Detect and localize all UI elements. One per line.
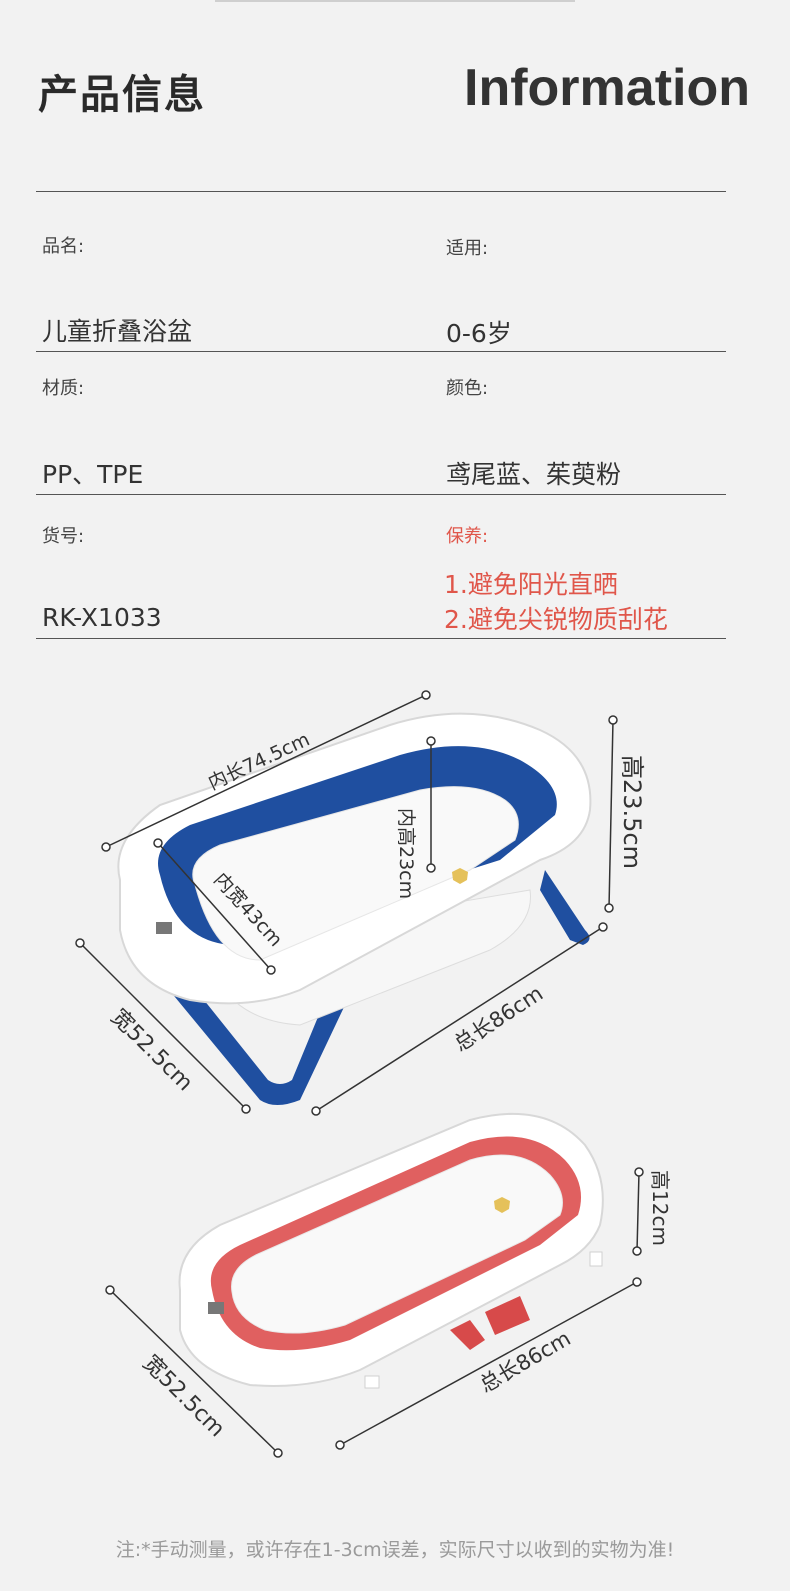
divider [36,351,726,352]
blue-tub-illustration [117,712,592,1105]
height-label: 高23.5cm [618,755,646,869]
divider [36,638,726,639]
age-label: 适用: [446,238,489,259]
care-label: 保养: [446,526,489,547]
sku-label: 货号: [42,526,85,547]
age-value: 0-6岁 [446,319,512,348]
color-label: 颜色: [446,378,489,399]
inner-height-label: 内高23cm [395,808,417,899]
sku-value: RK-X1033 [42,603,162,632]
top-strip [0,0,790,6]
measurement-note: 注:*手动测量，或许存在1-3cm误差，实际尺寸以收到的实物为准! [115,1539,675,1561]
section-title-en: Information [464,59,750,117]
pink-tub-illustration [178,1112,604,1389]
product-dimension-figure: 内长74.5cm 内高23cm 内宽43cm 高23.5cm 宽52.5cm 总… [0,670,790,1490]
name-value: 儿童折叠浴盆 [42,317,193,346]
name-label: 品名: [42,236,85,257]
pink-height-label: 高12cm [648,1170,672,1246]
material-label: 材质: [42,378,85,399]
width-label: 宽52.5cm [106,1005,198,1097]
divider [36,494,726,495]
material-value: PP、TPE [42,460,144,489]
care-item-2: 2.避免尖锐物质刮花 [444,605,668,634]
divider [36,191,726,192]
total-length-label: 总长86cm [450,981,548,1056]
section-title-cn: 产品信息 [38,72,206,118]
care-item-1: 1.避免阳光直晒 [444,570,618,599]
color-value: 鸢尾蓝、茱萸粉 [446,460,622,489]
